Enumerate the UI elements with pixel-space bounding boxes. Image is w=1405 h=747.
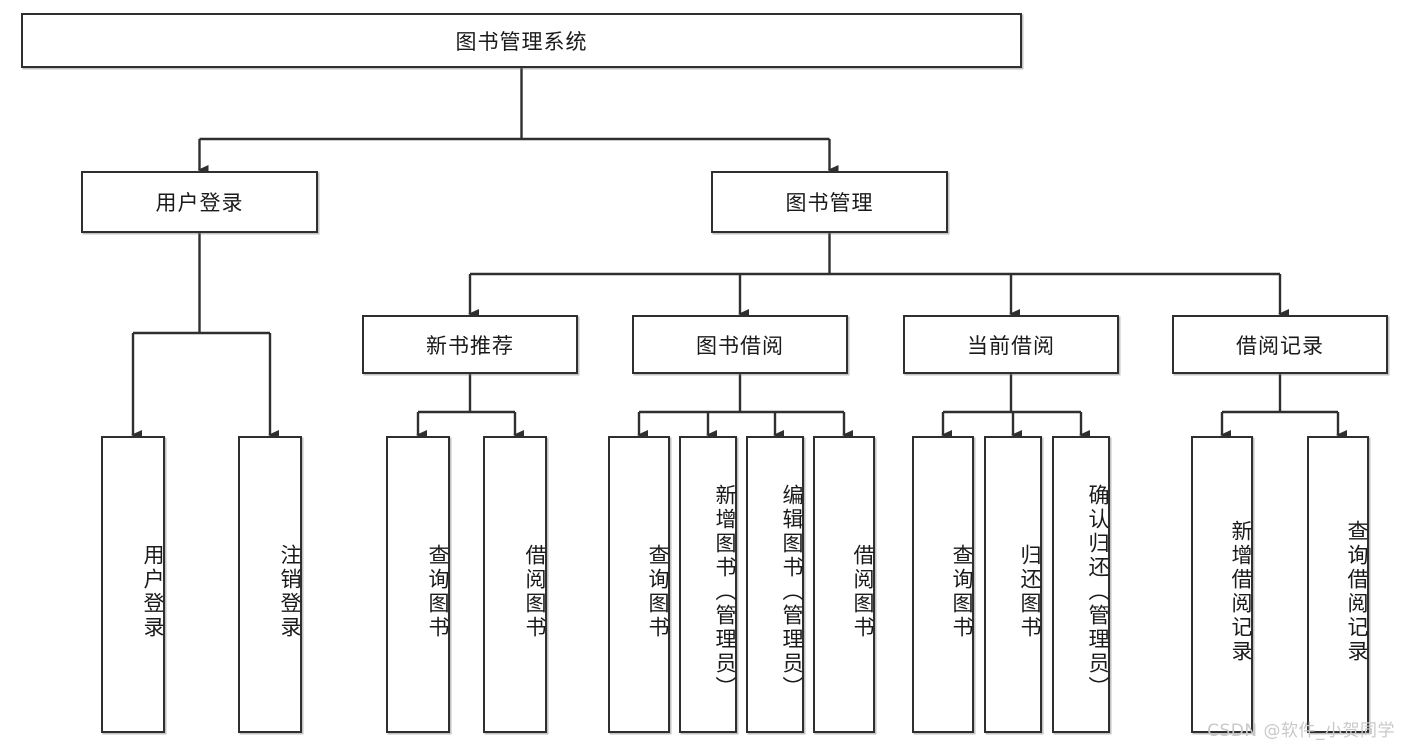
leaf-current-return-book-label: 归还图书 bbox=[1018, 543, 1042, 640]
node-book-borrow[interactable]: 图书借阅 bbox=[632, 315, 848, 374]
leaf-newbook-borrow-book-label: 借阅图书 bbox=[523, 543, 547, 640]
leaf-newbook-query-book[interactable]: 查询图书 bbox=[386, 436, 450, 733]
node-new-book-recommend[interactable]: 新书推荐 bbox=[362, 315, 578, 374]
leaf-record-add-record-label: 新增借阅记录 bbox=[1229, 519, 1253, 664]
leaf-user-login-label: 用户登录 bbox=[141, 543, 165, 640]
leaf-borrow-borrow-book-label: 借阅图书 bbox=[851, 543, 875, 640]
node-root[interactable]: 图书管理系统 bbox=[21, 13, 1022, 68]
leaf-current-confirm-return-admin-label: 确认归还（管理员） bbox=[1086, 483, 1110, 700]
node-book-management[interactable]: 图书管理 bbox=[711, 171, 948, 233]
leaf-borrow-query-book[interactable]: 查询图书 bbox=[608, 436, 670, 733]
leaf-record-query-record[interactable]: 查询借阅记录 bbox=[1307, 436, 1369, 733]
leaf-user-logout-label: 注销登录 bbox=[278, 543, 302, 640]
leaf-newbook-query-book-label: 查询图书 bbox=[426, 543, 450, 640]
node-book-borrow-label: 图书借阅 bbox=[696, 333, 784, 358]
leaf-user-logout[interactable]: 注销登录 bbox=[238, 436, 302, 733]
leaf-borrow-edit-book-admin[interactable]: 编辑图书（管理员） bbox=[746, 436, 804, 733]
node-new-book-recommend-label: 新书推荐 bbox=[426, 333, 514, 358]
node-root-label: 图书管理系统 bbox=[455, 29, 588, 54]
node-user-login[interactable]: 用户登录 bbox=[81, 171, 318, 233]
leaf-borrow-borrow-book[interactable]: 借阅图书 bbox=[813, 436, 875, 733]
leaf-newbook-borrow-book[interactable]: 借阅图书 bbox=[483, 436, 547, 733]
leaf-current-return-book[interactable]: 归还图书 bbox=[984, 436, 1042, 733]
node-book-management-label: 图书管理 bbox=[785, 191, 874, 215]
leaf-user-login[interactable]: 用户登录 bbox=[101, 436, 165, 733]
leaf-record-query-record-label: 查询借阅记录 bbox=[1345, 519, 1369, 664]
node-borrow-record-label: 借阅记录 bbox=[1236, 333, 1324, 358]
leaf-current-query-book-label: 查询图书 bbox=[950, 543, 974, 640]
leaf-current-confirm-return-admin[interactable]: 确认归还（管理员） bbox=[1052, 436, 1110, 733]
node-current-borrow-label: 当前借阅 bbox=[967, 333, 1055, 358]
node-borrow-record[interactable]: 借阅记录 bbox=[1172, 315, 1388, 374]
leaf-record-add-record[interactable]: 新增借阅记录 bbox=[1191, 436, 1253, 733]
leaf-borrow-add-book-admin-label: 新增图书（管理员） bbox=[713, 483, 737, 700]
connector-lines bbox=[131, 68, 1347, 440]
node-current-borrow[interactable]: 当前借阅 bbox=[903, 315, 1119, 374]
node-user-login-label: 用户登录 bbox=[155, 191, 244, 215]
leaf-borrow-add-book-admin[interactable]: 新增图书（管理员） bbox=[679, 436, 737, 733]
leaf-borrow-edit-book-admin-label: 编辑图书（管理员） bbox=[780, 483, 804, 700]
leaf-borrow-query-book-label: 查询图书 bbox=[646, 543, 670, 640]
leaf-current-query-book[interactable]: 查询图书 bbox=[912, 436, 974, 733]
